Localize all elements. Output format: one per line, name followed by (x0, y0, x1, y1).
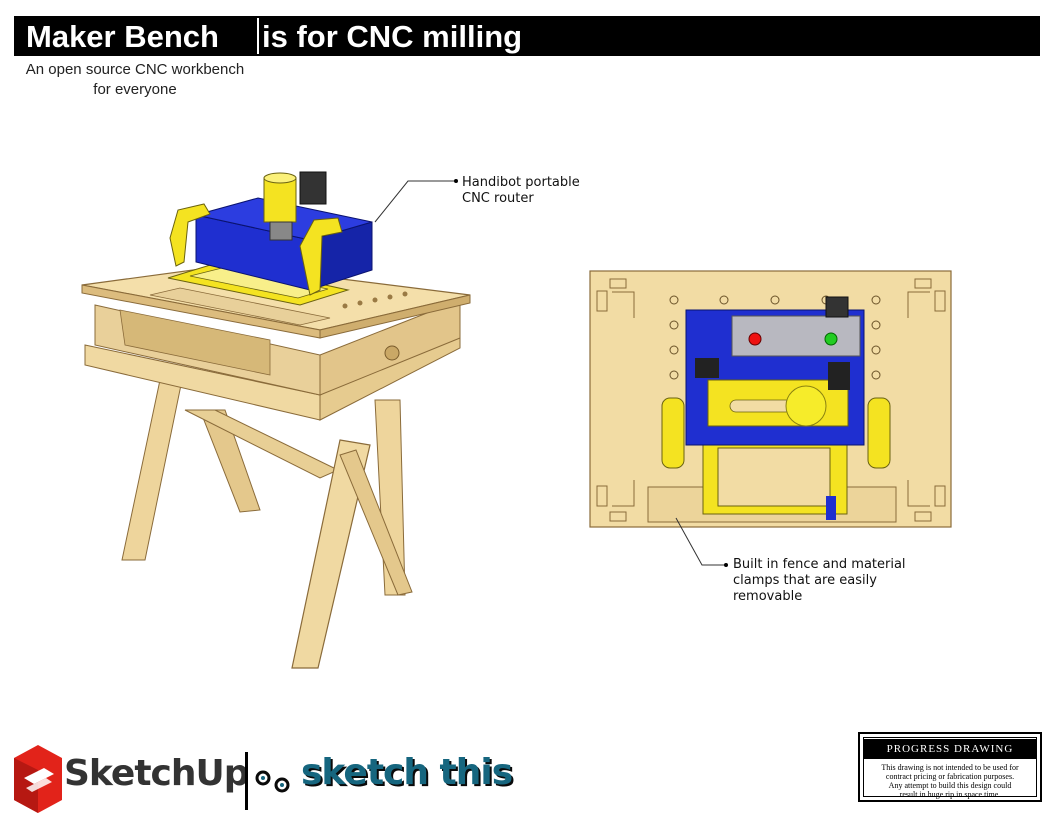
stamp-line-3: Any attempt to build this design could (888, 781, 1012, 790)
bench-top-view-illustration (589, 270, 952, 528)
bench-shelf (119, 309, 271, 376)
stamp-line-1: This drawing is not intended to be used … (881, 763, 1019, 772)
sketchup-wordmark: SketchUp (64, 753, 249, 794)
callout-fence-line-1: Built in fence and material (733, 557, 906, 572)
callout-router-leader (374, 179, 458, 223)
gears-icon (255, 770, 290, 793)
sketchup-logo-icon (14, 745, 62, 813)
callout-router-line-1: Handibot portable (462, 175, 580, 190)
bench-perspective-illustration (81, 171, 471, 669)
logo-divider (245, 752, 248, 810)
router-illustration (167, 171, 373, 306)
stamp-frame: PROGRESS DRAWING This drawing is not int… (863, 737, 1037, 799)
callout-fence-line-3: removable (733, 589, 803, 604)
stamp-disclaimer: This drawing is not intended to be used … (866, 763, 1034, 799)
title-tagline: is for CNC milling (262, 19, 523, 54)
subtitle-line-1: An open source CNC workbench (25, 61, 245, 78)
router-top-view (661, 296, 891, 520)
callout-fence-leader (675, 517, 728, 567)
stamp-line-2: contract pricing or fabrication purposes… (885, 772, 1015, 781)
progress-drawing-stamp: PROGRESS DRAWING This drawing is not int… (858, 732, 1042, 802)
bench-leg (184, 409, 340, 479)
bench-top-edge (319, 294, 471, 339)
title-divider (257, 18, 259, 54)
bench-leg (339, 449, 413, 596)
bench-leg (199, 409, 261, 513)
stamp-heading: PROGRESS DRAWING (864, 739, 1036, 759)
sketchthis-wordmark: sketch this (301, 752, 513, 793)
title-product: Maker Bench (26, 19, 219, 54)
callout-router: Handibot portable CNC router (462, 175, 632, 207)
callout-fence: Built in fence and material clamps that … (733, 557, 933, 605)
subtitle: An open source CNC workbench for everyon… (14, 60, 256, 100)
bench-leg (121, 379, 183, 561)
callout-router-line-2: CNC router (462, 191, 534, 206)
subtitle-line-2: for everyone (93, 81, 177, 98)
callout-fence-line-2: clamps that are easily (733, 573, 877, 588)
title-bar: Maker Bench is for CNC milling (14, 16, 1040, 56)
bench-leg (291, 439, 371, 669)
stamp-line-4: result in huge rip in space time. (899, 790, 1001, 799)
